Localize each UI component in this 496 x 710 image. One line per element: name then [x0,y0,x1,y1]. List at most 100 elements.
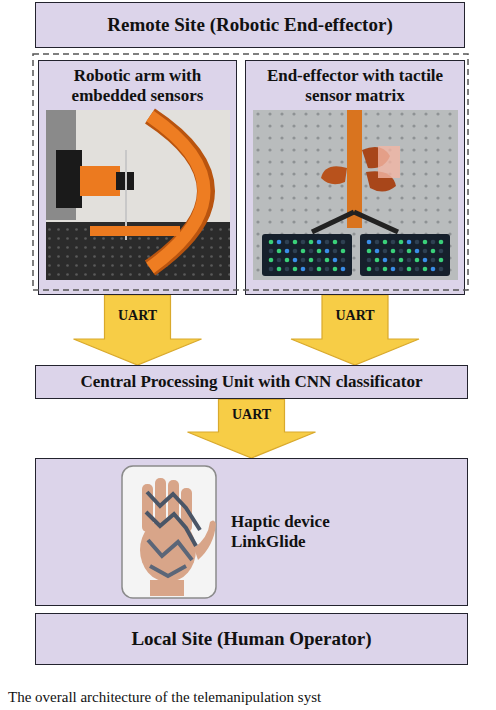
sensor-dot [439,240,444,245]
sensor-dot [431,249,436,254]
sensor-dot [333,258,338,263]
motor [56,150,82,208]
sensor-dot [383,249,388,254]
sensor-dot [391,267,396,272]
sensor-dot [367,249,372,254]
box-label: Local Site (Human Operator) [131,628,371,651]
photo-table [46,222,230,280]
sensor-dot [293,267,298,272]
sensor-dot [407,258,412,263]
finger [142,484,153,532]
box-label: Central Processing Unit with CNN classif… [80,372,422,392]
gripper-joint [116,172,134,190]
sensor-dot [269,258,274,263]
process-box: Haptic device LinkGlide [35,458,468,606]
base-plate [90,226,180,236]
sensor-dot [293,249,298,254]
sensor-dot [431,240,436,245]
sensor-panel [360,234,450,276]
box-label: Robotic arm with embedded sensors [53,66,223,107]
edge-label-holder: UART [333,308,376,325]
finger [181,488,192,532]
sensor-dot [325,240,330,245]
sensor-dot [367,258,372,263]
sensor-dot [325,249,330,254]
sensor-dot [399,267,404,272]
process-box: Robotic arm with embedded sensors [38,60,237,295]
sensor-dot [309,258,314,263]
sensor-dot [333,249,338,254]
box-label: Remote Site (Robotic End-effector) [107,14,392,37]
sensor-panel [262,234,352,276]
sensor-dot [431,267,436,272]
process-box: End-effector with tactile sensor matrix [245,60,465,295]
sensor-dot [375,249,380,254]
robot-arm-photo [46,110,230,280]
sensor-dot [367,267,372,272]
photo-background [253,110,458,280]
device-link [147,492,200,530]
sensor-dot [391,240,396,245]
sensor-dot [285,249,290,254]
process-box: Central Processing Unit with CNN classif… [35,365,468,399]
sensor-dot [375,267,380,272]
sensor-dot [333,267,338,272]
sensor-dot [269,240,274,245]
finger [155,478,166,530]
sensor-dot [423,240,428,245]
sensor-dot [399,249,404,254]
block-arrow [291,295,419,365]
orange-arc [150,116,204,268]
photo-background [46,110,230,280]
sensor-dot [269,249,274,254]
thumb [194,520,216,560]
sensor-dot [431,258,436,263]
caption-holder: The overall architecture of the telemani… [8,688,321,706]
sensor-dot [367,240,372,245]
sensor-dot [341,240,346,245]
sensor-dot [285,240,290,245]
sensor-dot [375,258,380,263]
orange-bar [347,110,362,228]
finger [321,166,347,184]
sensor-dot [375,240,380,245]
process-box: Local Site (Human Operator) [35,613,468,665]
palm [140,518,196,582]
signal-label: UART [333,308,376,325]
sensor-dot [301,249,306,254]
end-effector-photo [253,110,458,280]
sensor-dot [383,258,388,263]
sensor-dot [317,240,322,245]
sensor-dot [399,258,404,263]
sensor-dot [407,249,412,254]
sensor-dot [285,258,290,263]
sensor-dot [301,267,306,272]
sensor-dot [317,258,322,263]
sensor-dot [325,258,330,263]
sensor-dot [293,240,298,245]
sensor-dot [391,249,396,254]
signal-label: UART [230,407,273,424]
finger [168,480,179,530]
sensor-dot [415,258,420,263]
sensor-dot [439,258,444,263]
sensor-dot [423,258,428,263]
sensor-dot [341,249,346,254]
sensor-dot [293,258,298,263]
sensor-dot [309,249,314,254]
sensor-dot [301,258,306,263]
sensor-dot [407,240,412,245]
stand-leg [312,212,354,232]
finger [362,147,390,168]
stand-leg [354,212,398,232]
sensor-dot [277,249,282,254]
orange-arc [150,116,206,268]
sensor-dot [317,267,322,272]
wrist [150,580,184,596]
sensor-dot [439,267,444,272]
gripper-link [80,166,120,196]
sensor-dot [423,249,428,254]
box-label: End-effector with tactile sensor matrix [265,66,445,107]
